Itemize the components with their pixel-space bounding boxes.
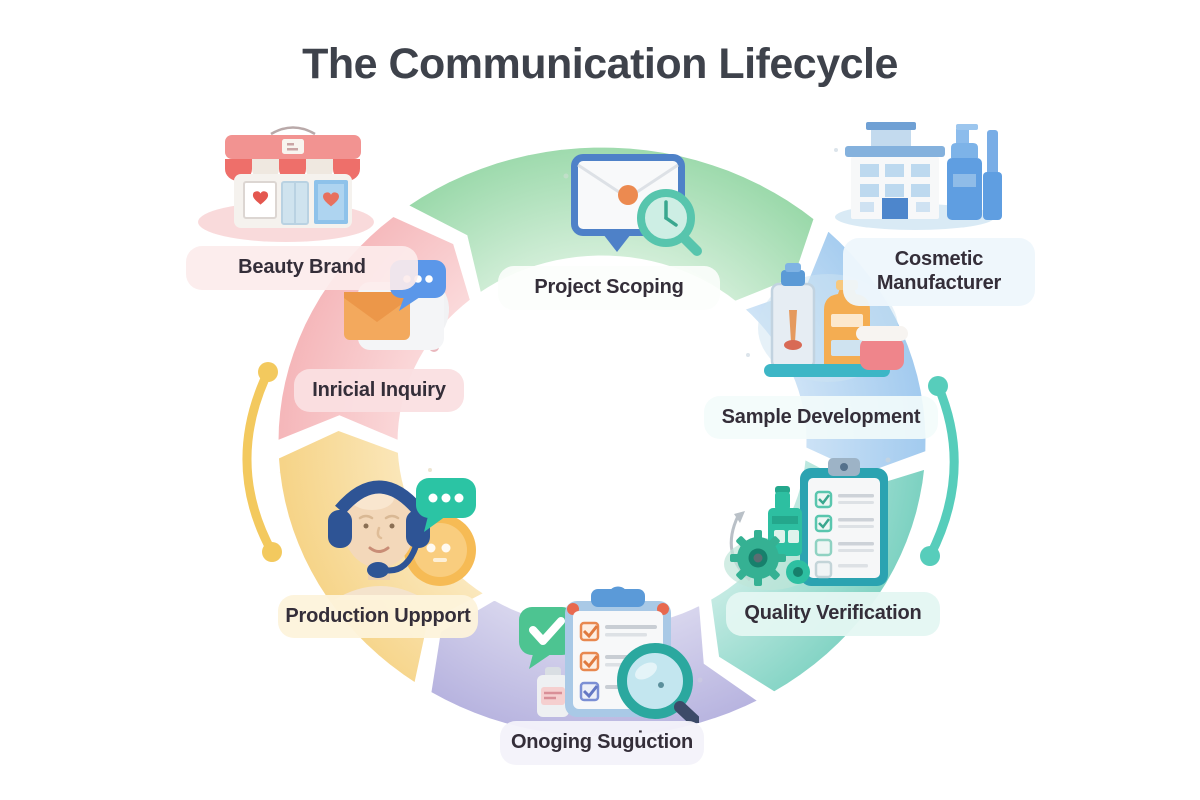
accent-arc-right (925, 381, 959, 561)
factory-bottles-svg (835, 122, 1002, 230)
support-agent-svg (328, 478, 476, 600)
sample-bottle (537, 667, 569, 717)
clear-spray-bottle (770, 263, 816, 370)
stage-label-text: Quality Verification (744, 602, 922, 625)
envelope-clock-magnifier-icon (545, 146, 710, 258)
accent-arc-right-dot-bottom (920, 546, 940, 566)
small-gear-icon (786, 560, 810, 584)
stage-label-project-scoping: Project Scoping (498, 266, 720, 310)
support-agent-headset-icon (300, 458, 482, 600)
page-title: The Communication Lifecycle (302, 40, 898, 88)
display-tray (764, 364, 890, 377)
stage-label-production-support: Production Uppport (278, 595, 478, 638)
envelope-clock-magnifier-svg (571, 154, 702, 256)
magnifier-clock-icon (637, 189, 702, 256)
accent-arc-left-dot-top (258, 362, 278, 382)
heart-icon (252, 191, 269, 205)
stage-label-quality-verification: Quality Verification (726, 592, 940, 636)
orange-envelope (344, 292, 410, 340)
stage-label-text: Cosmetic Manufacturer (876, 248, 1002, 294)
heart-icon (323, 192, 339, 207)
accent-arc-right-dot-top (928, 376, 948, 396)
factory-bottles-icon (835, 114, 1003, 232)
stage-label-text: Sample Development (721, 405, 921, 428)
stage-label-ongoing-support: Onoging Sugu̇ction (500, 721, 704, 765)
tall-bottle (983, 130, 1002, 220)
gear-icon (730, 530, 786, 586)
cream-jar (856, 326, 908, 370)
stage-label-text: Project Scoping (534, 276, 684, 299)
headset-icon (328, 480, 430, 578)
accent-arc-left (242, 367, 277, 557)
stage-label-text: Inricial Inquiry (312, 378, 446, 401)
factory-windows (860, 164, 930, 197)
stage-label-text: Production Uppport (285, 604, 471, 627)
clipboard-magnifier-icon (503, 581, 701, 727)
chat-bubble-icon (416, 478, 476, 532)
agent-face (358, 514, 400, 553)
clipboard-gears-icon (712, 452, 894, 598)
stage-label-initial-inquiry: Inricial Inquiry (294, 369, 464, 412)
check-bubble-icon (519, 607, 575, 669)
accent-arc-left-dot-bottom (262, 542, 282, 562)
storefront-icon (198, 118, 388, 243)
stage-label-text: Onoging Sugu̇ction (510, 731, 694, 754)
stage-label-text: Beauty Brand (238, 256, 366, 279)
stage-label-sample-development: Sample Development (704, 396, 938, 439)
clipboard-gears-svg (724, 458, 888, 590)
clipboard-magnifier-svg (519, 586, 701, 727)
checklist-clipboard (800, 458, 888, 586)
magnifier-icon (617, 643, 701, 727)
storefront-icon-svg (198, 126, 374, 242)
stage-label-cosmetic-manufacturer: Cosmetic Manufacturer (843, 238, 1035, 306)
pump-bottle (947, 124, 982, 220)
stage-label-beauty-brand: Beauty Brand (186, 246, 418, 290)
